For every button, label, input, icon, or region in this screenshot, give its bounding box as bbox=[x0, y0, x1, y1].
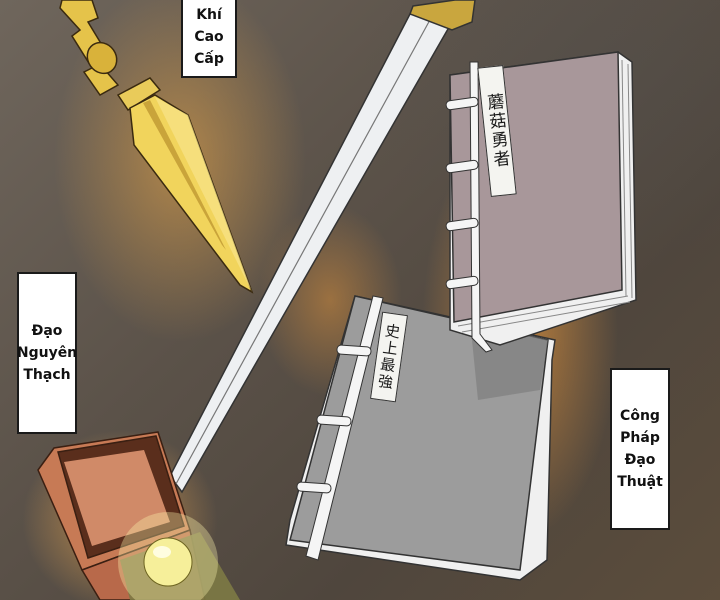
glowing-orb-icon bbox=[118, 512, 218, 600]
caption-right-line-3: Đạo bbox=[624, 452, 656, 468]
golden-dagger-icon bbox=[59, 0, 254, 294]
caption-top-line-1: Khí bbox=[196, 7, 222, 23]
caption-left-line-1: Đạo bbox=[31, 323, 63, 339]
wooden-box-icon bbox=[37, 431, 240, 600]
caption-right-line-2: Pháp bbox=[620, 430, 660, 446]
book-upper-icon bbox=[445, 51, 637, 353]
caption-top-line-2: Cao bbox=[194, 29, 224, 45]
caption-left-line-3: Thạch bbox=[23, 367, 71, 383]
caption-right-line-4: Thuật bbox=[617, 474, 663, 490]
caption-top-line-3: Cấp bbox=[194, 51, 224, 67]
caption-left-line-2: Nguyên bbox=[16, 345, 78, 361]
caption-top: Khí Cao Cấp bbox=[181, 0, 237, 78]
caption-right: Công Pháp Đạo Thuật bbox=[610, 368, 670, 530]
silver-sword-icon bbox=[169, 0, 476, 494]
caption-right-line-1: Công bbox=[620, 408, 660, 424]
caption-left: Đạo Nguyên Thạch bbox=[17, 272, 77, 434]
